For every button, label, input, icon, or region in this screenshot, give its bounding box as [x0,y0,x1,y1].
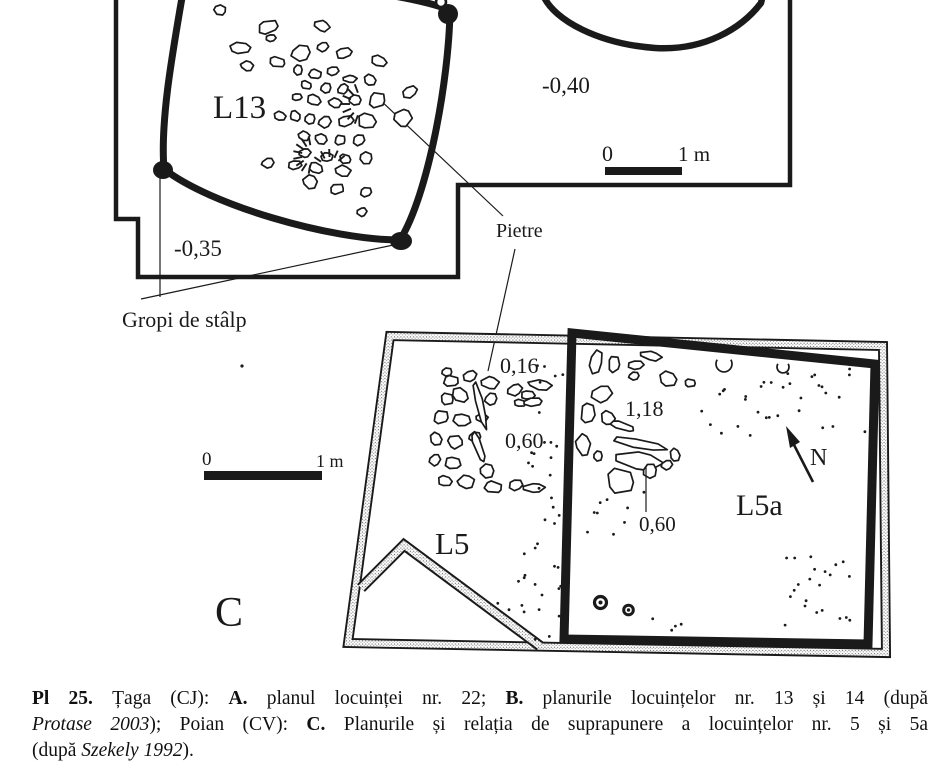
scale-bar-b [605,167,682,175]
caption-line: Pl 25. Țaga (CJ): A. planul locuinței nr… [32,688,928,709]
depth-118-label: 1,18 [625,396,664,421]
l13-label: L13 [213,90,267,126]
plan-c-drawing [204,328,892,659]
pointer-lines [140,96,516,372]
ring-features [592,594,635,617]
depth-060-l5a-label: 0,60 [639,512,676,536]
l5-wall-stipple [344,332,890,657]
plan-b-drawing [113,0,793,372]
trench-outline [113,0,793,280]
arc-stone-2 [776,363,790,374]
small-pit-circle [434,0,448,9]
plate-caption: Pl 25. Țaga (CJ): A. planul locuinței nr… [32,686,928,764]
stone-cluster-l5a [574,349,697,494]
north-label: N [810,445,828,471]
caption-line: Protase 2003); Poian (CV): C. Planurile … [32,714,928,735]
arc-stone-1 [715,359,733,373]
l5a-label: L5a [736,489,783,522]
scale-c-zero: 0 [202,449,212,470]
depth-040-label: -0,40 [542,73,590,98]
scale-c-one-m: 1 m [316,451,344,471]
scale-b-one-m: 1 m [678,142,711,166]
north-arrow-icon [786,426,815,483]
dwelling-l14-outline [541,0,766,52]
fill-stipple-dots [496,364,867,641]
depth-035-label: -0,35 [174,236,222,261]
section-c-label: C [215,590,244,636]
stone-cluster-l13 [212,4,419,218]
hearth-hatching [293,83,359,174]
scale-bar-c [204,471,322,480]
l5-label: L5 [435,526,470,561]
stone-cluster-l5 [428,367,554,494]
l5-entrance-stipple [358,540,543,649]
stray-dot [240,364,244,368]
gropi-de-stalp-label: Gropi de stâlp [122,307,247,332]
depth-060-l5-label: 0,60 [505,428,544,453]
caption-line: (după Szekely 1992). [32,740,194,761]
scale-b-zero: 0 [602,141,613,166]
depth-016-label: 0,16 [500,353,539,378]
posthole-blobs [153,4,458,250]
pietre-label: Pietre [496,220,543,242]
l5a-wall-frame [559,328,880,649]
